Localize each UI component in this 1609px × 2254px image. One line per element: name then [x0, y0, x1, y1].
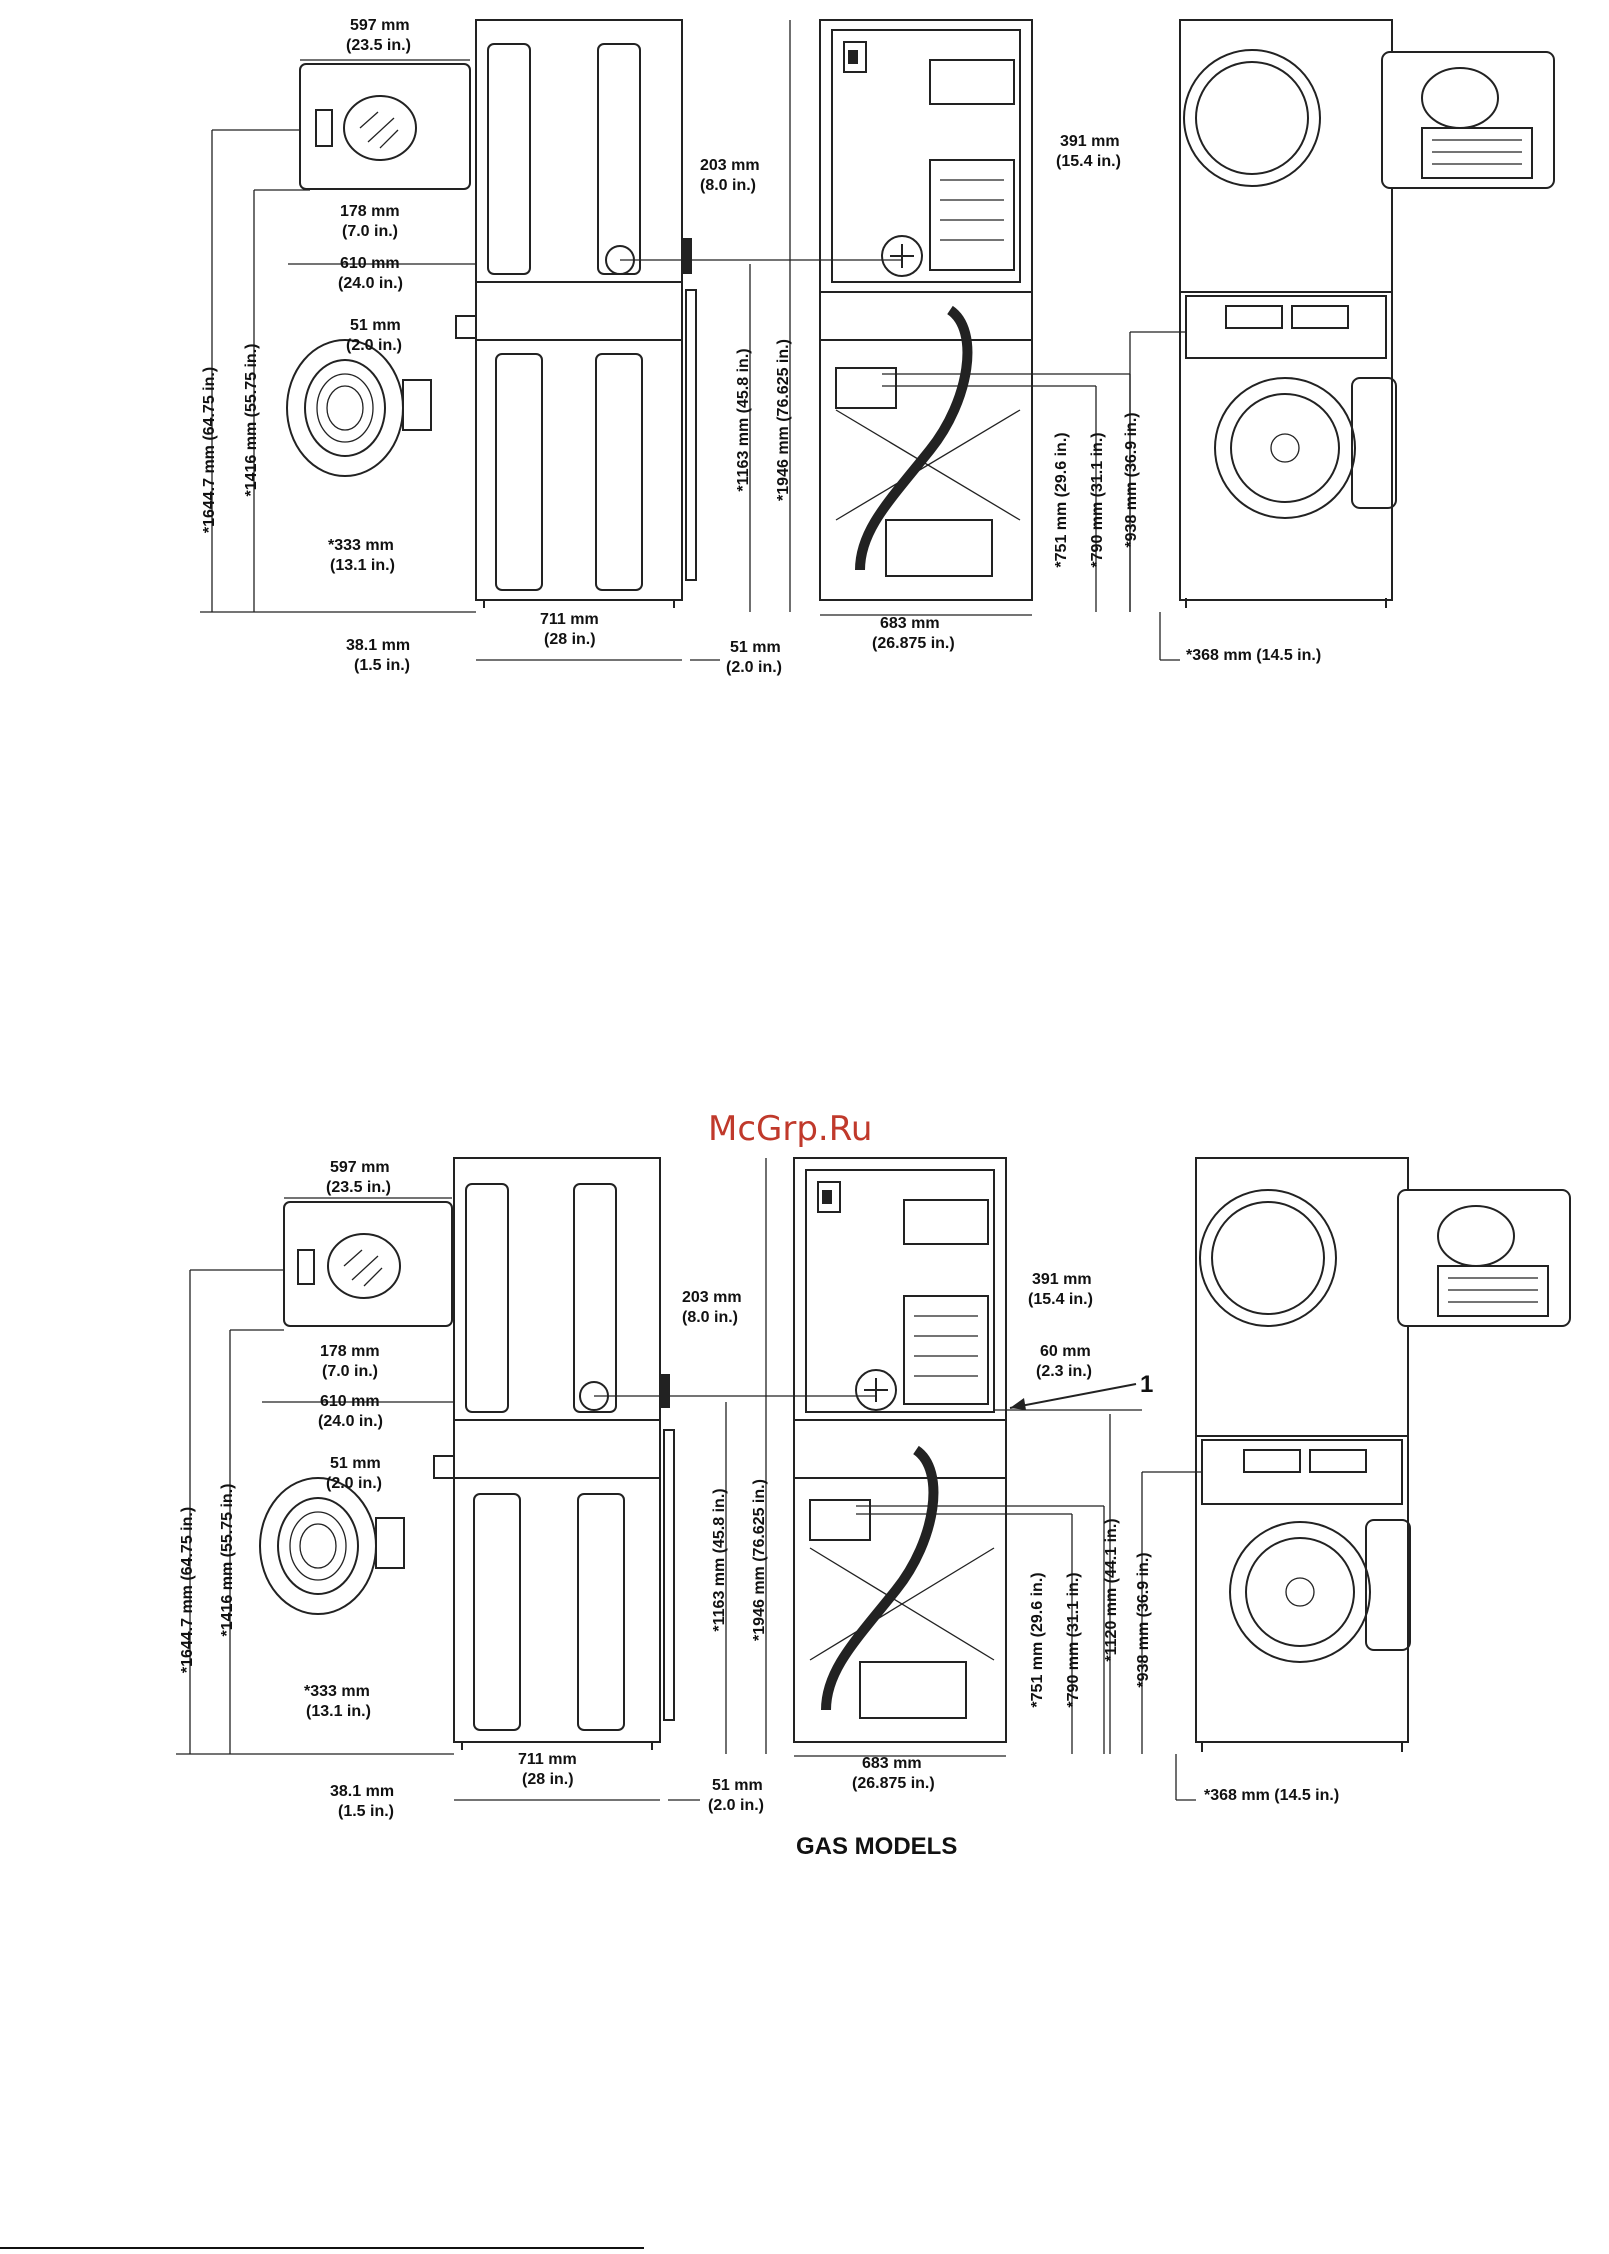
rear-view-unit-2: [793, 1157, 1007, 1743]
dim-610-in: (24.0 in.): [338, 275, 403, 292]
dim-333-in-b: (13.1 in.): [306, 1703, 371, 1720]
dryer-door-view: [299, 63, 471, 190]
dim-711-b: 711 mm: [518, 1751, 577, 1768]
dim-51b: 51 mm: [730, 639, 781, 656]
dimension-labels-top: 597 mm (23.5 in.) 178 mm (7.0 in.) 610 m…: [201, 17, 1321, 676]
dim-1946: *1946 mm (76.625 in.): [775, 339, 792, 501]
dim-610: 610 mm: [340, 255, 400, 272]
dim-51b-b: 51 mm: [712, 1777, 763, 1794]
diagram-top: 597 mm (23.5 in.) 178 mm (7.0 in.) 610 m…: [200, 17, 1555, 676]
dim-1416: *1416 mm (55.75 in.): [243, 344, 260, 497]
dim-203-in: (8.0 in.): [700, 177, 756, 194]
dim-1644-b: *1644.7 mm (64.75 in.): [179, 1507, 196, 1673]
dim-711: 711 mm: [540, 611, 599, 628]
callout-1: 1: [1140, 1371, 1153, 1398]
dim-51a-b: 51 mm: [330, 1455, 381, 1472]
washer-door-view-2: [259, 1477, 405, 1615]
dim-38-in: (1.5 in.): [354, 657, 410, 674]
dim-1946-b: *1946 mm (76.625 in.): [751, 1479, 768, 1641]
diagram-bottom: 597 mm (23.5 in.) 178 mm (7.0 in.) 610 m…: [176, 1157, 1571, 1860]
dim-178-in-b: (7.0 in.): [322, 1363, 378, 1380]
dim-178: 178 mm: [340, 203, 400, 220]
dim-790-b: *790 mm (31.1 in.): [1065, 1572, 1082, 1707]
side-view-unit: [455, 19, 697, 608]
dim-51a-in: (2.0 in.): [346, 337, 402, 354]
dryer-door-view-2: [283, 1201, 453, 1327]
dim-751-b: *751 mm (29.6 in.): [1029, 1572, 1046, 1707]
dimension-lines-top: [200, 20, 1186, 661]
dim-790: *790 mm (31.1 in.): [1089, 432, 1106, 567]
dim-51a-in-b: (2.0 in.): [326, 1475, 382, 1492]
dim-751: *751 mm (29.6 in.): [1053, 432, 1070, 567]
dim-38: 38.1 mm: [346, 637, 410, 654]
dim-178-b: 178 mm: [320, 1343, 380, 1360]
dim-391-in-b: (15.4 in.): [1028, 1291, 1093, 1308]
dim-60: 60 mm: [1040, 1343, 1091, 1360]
dim-610-in-b: (24.0 in.): [318, 1413, 383, 1430]
dim-597: 597 mm: [350, 17, 410, 34]
dim-203-in-b: (8.0 in.): [682, 1309, 738, 1326]
dim-1416-b: *1416 mm (55.75 in.): [219, 1484, 236, 1637]
dim-1644: *1644.7 mm (64.75 in.): [201, 367, 218, 533]
dim-333-in: (13.1 in.): [330, 557, 395, 574]
caption-gas-models: GAS MODELS: [796, 1833, 957, 1860]
dim-610-b: 610 mm: [320, 1393, 380, 1410]
dim-38-in-b: (1.5 in.): [338, 1803, 394, 1820]
dim-597-in: (23.5 in.): [346, 37, 411, 54]
dim-203-b: 203 mm: [682, 1289, 742, 1306]
dim-51a: 51 mm: [350, 317, 401, 334]
dim-711-in-b: (28 in.): [522, 1771, 574, 1788]
dim-1120: *1120 mm (44.1 in.): [1103, 1518, 1120, 1661]
dim-60-in: (2.3 in.): [1036, 1363, 1092, 1380]
rear-view-unit: [819, 19, 1033, 601]
dim-1163: *1163 mm (45.8 in.): [735, 348, 752, 491]
dim-333-b: *333 mm: [304, 1683, 370, 1700]
dimension-lines-bottom: [176, 1158, 1202, 1801]
dim-683-in: (26.875 in.): [872, 635, 955, 652]
dim-51b-in-b: (2.0 in.): [708, 1797, 764, 1814]
dim-391: 391 mm: [1060, 133, 1120, 150]
dim-38-b: 38.1 mm: [330, 1783, 394, 1800]
dim-368: *368 mm (14.5 in.): [1186, 647, 1321, 664]
dim-203: 203 mm: [700, 157, 760, 174]
dim-938-b: *938 mm (36.9 in.): [1135, 1552, 1152, 1687]
dim-368-b: *368 mm (14.5 in.): [1204, 1787, 1339, 1804]
dim-333: *333 mm: [328, 537, 394, 554]
dim-938: *938 mm (36.9 in.): [1123, 412, 1140, 547]
front-view-unit: [1179, 19, 1555, 608]
dim-391-b: 391 mm: [1032, 1271, 1092, 1288]
watermark-text: McGrp.Ru: [708, 1109, 872, 1149]
dim-391-in: (15.4 in.): [1056, 153, 1121, 170]
dim-51b-in: (2.0 in.): [726, 659, 782, 676]
dim-683-b: 683 mm: [862, 1755, 922, 1772]
dim-597-b: 597 mm: [330, 1159, 390, 1176]
dim-711-in: (28 in.): [544, 631, 596, 648]
dim-597-in-b: (23.5 in.): [326, 1179, 391, 1196]
dim-683: 683 mm: [880, 615, 940, 632]
washer-door-view: [286, 339, 432, 477]
dim-178-in: (7.0 in.): [342, 223, 398, 240]
front-view-unit-2: [1195, 1157, 1571, 1752]
side-view-unit-2: [433, 1157, 675, 1750]
dim-1163-b: *1163 mm (45.8 in.): [711, 1488, 728, 1631]
dim-683-in-b: (26.875 in.): [852, 1775, 935, 1792]
dimension-labels-bottom: 597 mm (23.5 in.) 178 mm (7.0 in.) 610 m…: [179, 1159, 1339, 1820]
